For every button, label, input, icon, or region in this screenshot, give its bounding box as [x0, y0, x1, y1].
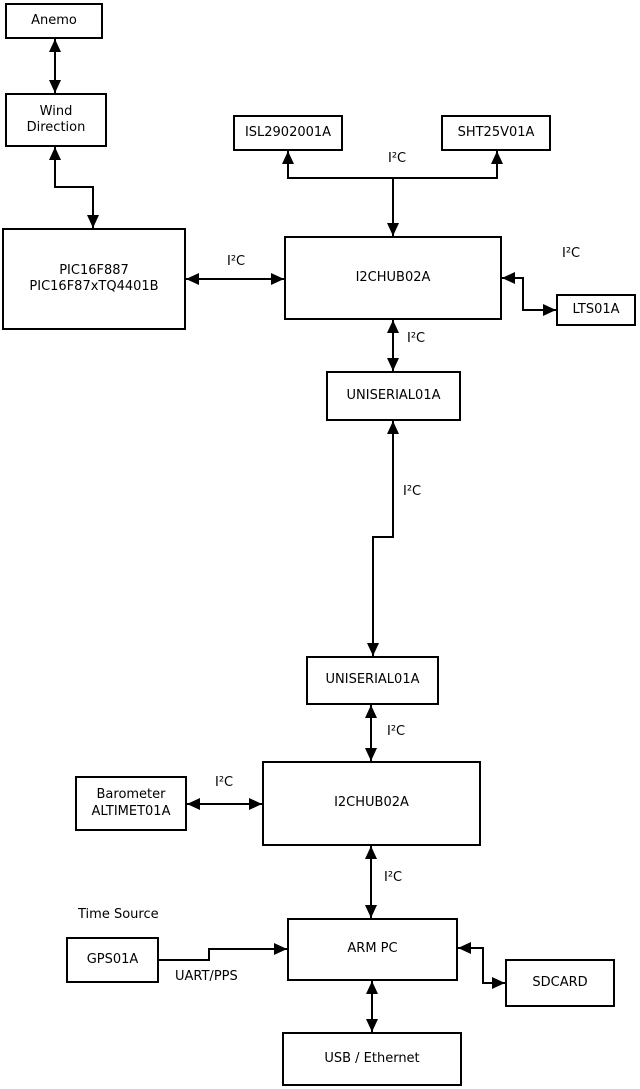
wire-segment: [458, 947, 484, 949]
node-barometer-label-line1: Barometer: [96, 787, 166, 803]
arrowhead-up-icon: [387, 320, 399, 333]
arrowhead-up-icon: [365, 846, 377, 859]
wire-segment: [159, 959, 210, 961]
node-i2c-hub-top-label: I2CHUB02A: [355, 269, 431, 285]
wire-segment: [92, 186, 94, 228]
edge-label-i2c-uniserial-hub: I²C: [387, 724, 406, 739]
node-isl-label: ISL2902001A: [244, 124, 332, 140]
edge-label-i2c-hub-uniserial: I²C: [407, 331, 426, 346]
arrowhead-up-icon: [366, 981, 378, 994]
node-arm-pc: ARM PC: [287, 918, 458, 981]
node-pic-label-line2: PIC16F87xTQ4401B: [29, 279, 159, 294]
wire-segment: [208, 948, 210, 961]
node-usb-ethernet-label: USB / Ethernet: [324, 1050, 420, 1066]
wire-segment: [54, 186, 94, 188]
node-uniserial-top-label: UNISERIAL01A: [346, 387, 441, 403]
node-wind-direction-label-line1: Wind: [39, 103, 73, 119]
wire-segment: [372, 536, 394, 538]
wire-segment: [208, 948, 287, 950]
node-anemometer-label: Anemo: [31, 12, 77, 28]
arrowhead-down-icon: [387, 358, 399, 371]
node-uniserial-top: UNISERIAL01A: [326, 371, 461, 421]
node-pic-microcontroller: PIC16F887 PIC16F87xTQ4401B: [2, 228, 186, 330]
wire-segment: [482, 947, 484, 984]
wire-segment: [496, 151, 498, 178]
node-sht-humidity-sensor: SHT25V01A: [441, 115, 551, 151]
node-sht-label: SHT25V01A: [457, 124, 535, 140]
edge-label-i2c-hub-armpc: I²C: [384, 870, 403, 885]
arrowhead-up-icon: [49, 147, 61, 160]
node-barometer-label-line2: ALTIMET01A: [91, 803, 171, 819]
node-usb-ethernet: USB / Ethernet: [282, 1032, 462, 1086]
arrowhead-down-icon: [365, 748, 377, 761]
node-arm-pc-label: ARM PC: [347, 941, 398, 957]
node-lts-temperature-sensor: LTS01A: [556, 294, 636, 326]
arrowhead-down-icon: [365, 905, 377, 918]
arrowhead-down-icon: [367, 643, 379, 656]
arrowhead-down-icon: [366, 1019, 378, 1032]
edge-label-i2c-long-link: I²C: [403, 484, 422, 499]
edge-label-i2c-pic-hub: I²C: [227, 254, 246, 269]
arrowhead-left-icon: [458, 942, 471, 954]
node-uniserial-bottom-label: UNISERIAL01A: [325, 672, 420, 688]
node-sdcard: SDCARD: [505, 959, 615, 1007]
wire-segment: [186, 278, 284, 280]
wire-segment: [522, 309, 556, 311]
edge-label-i2c-barometer-hub: I²C: [215, 775, 234, 790]
wire-segment: [392, 177, 394, 236]
arrowhead-down-icon: [87, 215, 99, 228]
arrowhead-left-icon: [502, 272, 515, 284]
arrowhead-right-icon: [492, 977, 505, 989]
edge-label-i2c-lts: I²C: [562, 246, 581, 261]
node-isl-light-sensor: ISL2902001A: [233, 115, 343, 151]
wire-segment: [54, 147, 56, 188]
node-anemometer: Anemo: [5, 3, 103, 39]
arrowhead-down-icon: [49, 80, 61, 93]
arrowhead-right-icon: [249, 798, 262, 810]
edge-label-uart-pps: UART/PPS: [175, 969, 238, 984]
wire-segment: [392, 421, 394, 538]
arrowhead-left-icon: [187, 798, 200, 810]
node-pic-label-line1: PIC16F887: [59, 262, 129, 278]
arrowhead-up-icon: [282, 151, 294, 164]
arrowhead-up-icon: [387, 421, 399, 434]
node-gps-label: GPS01A: [86, 951, 139, 967]
arrowhead-up-icon: [49, 39, 61, 52]
node-gps: GPS01A: [66, 937, 159, 983]
wire-segment: [392, 320, 394, 371]
arrowhead-up-icon: [491, 151, 503, 164]
node-i2c-hub-bottom-label: I2CHUB02A: [334, 795, 409, 811]
node-wind-direction: Wind Direction: [5, 93, 107, 147]
wire-segment: [187, 803, 262, 805]
node-wind-direction-label-line2: Direction: [26, 120, 86, 135]
wire-segment: [522, 277, 524, 311]
node-i2c-hub-top: I2CHUB02A: [284, 236, 502, 320]
node-lts-label: LTS01A: [572, 301, 620, 317]
arrowhead-right-icon: [271, 273, 284, 285]
wire-segment: [287, 151, 289, 178]
label-time-source: Time Source: [78, 907, 159, 922]
arrowhead-right-icon: [274, 943, 287, 955]
node-i2c-hub-bottom: I2CHUB02A: [262, 761, 481, 846]
arrowhead-right-icon: [543, 304, 556, 316]
node-sdcard-label: SDCARD: [532, 974, 588, 990]
wire-segment: [372, 536, 374, 656]
arrowhead-left-icon: [186, 273, 199, 285]
wire-segment: [370, 705, 372, 761]
wire-segment: [370, 846, 372, 918]
edge-label-i2c-sensors-bus: I²C: [388, 151, 407, 166]
arrowhead-up-icon: [365, 705, 377, 718]
wire-segment: [54, 39, 56, 93]
node-barometer: Barometer ALTIMET01A: [75, 776, 187, 831]
node-uniserial-bottom: UNISERIAL01A: [306, 656, 439, 705]
wire-segment: [371, 981, 373, 1032]
arrowhead-down-icon: [387, 223, 399, 236]
